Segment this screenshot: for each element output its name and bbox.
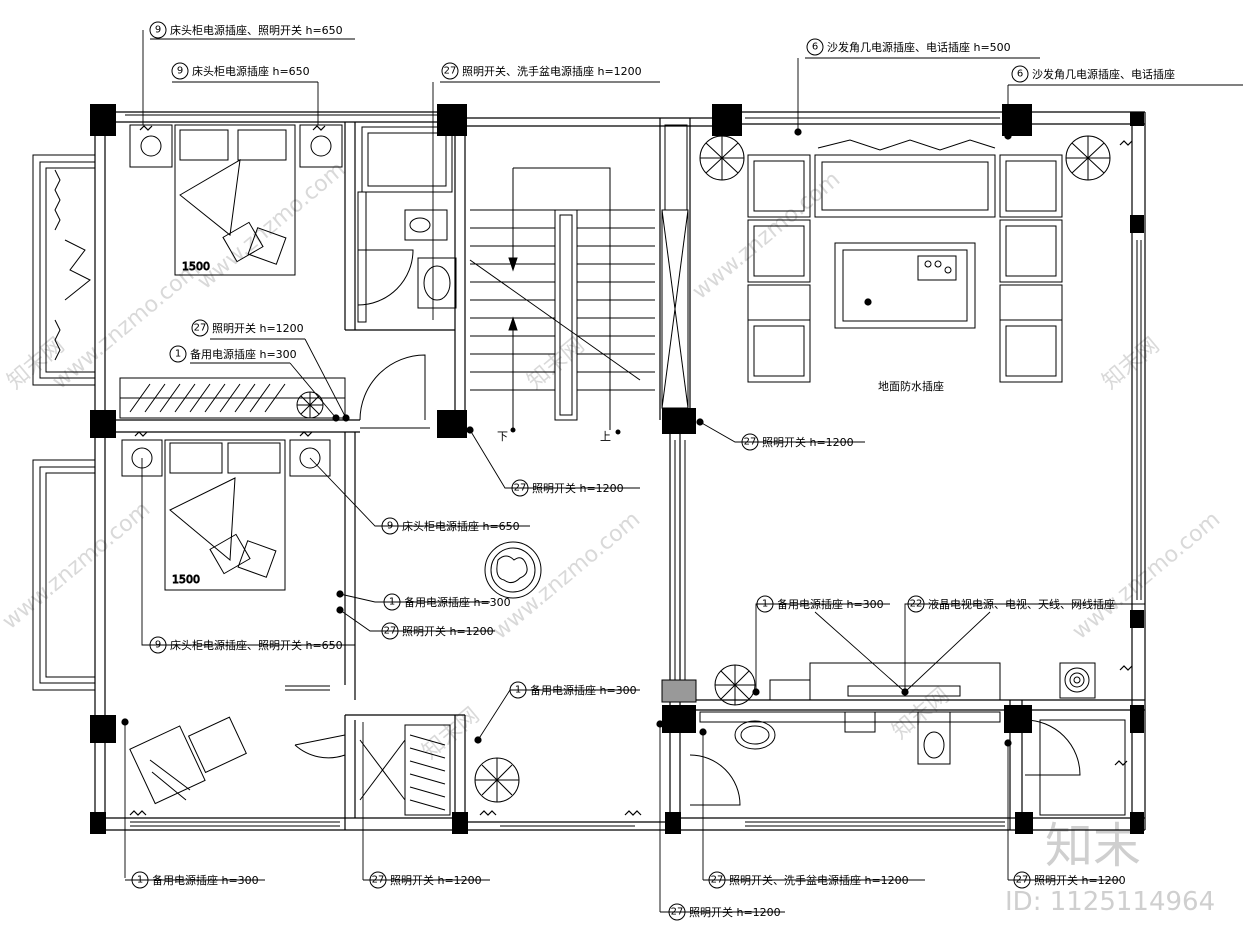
callout-number: 27 xyxy=(372,875,385,886)
callout-number: 9 xyxy=(387,521,393,532)
callout-text: 沙发角几电源插座、电话插座 h=500 xyxy=(827,40,1011,54)
leader-lines xyxy=(124,30,1243,913)
callout-number: 27 xyxy=(1016,875,1029,886)
bed-size-label: 1500 xyxy=(172,573,200,586)
callout-number: 27 xyxy=(194,323,207,334)
callout-text: 床头柜电源插座、照明开关 h=650 xyxy=(170,23,343,37)
callout-text: 照明开关 h=1200 xyxy=(212,321,304,335)
watermark-text: www.znzmo.com xyxy=(48,257,205,395)
callout-number: 6 xyxy=(812,42,818,53)
callout-text: 床头柜电源插座、照明开关 h=650 xyxy=(170,638,343,652)
watermark-text: www.znzmo.com xyxy=(1068,507,1225,645)
basin xyxy=(417,257,457,309)
callout-number: 9 xyxy=(155,25,161,36)
callout-text: 床头柜电源插座 h=650 xyxy=(402,519,520,533)
callout-number: 9 xyxy=(177,66,183,77)
callout-number: 1 xyxy=(762,599,768,610)
callout-number: 27 xyxy=(384,626,397,637)
callout-numbers: 9 9 27 6 6 27 1 27 27 9 1 27 9 1 1 22 1 … xyxy=(137,25,1029,918)
watermark-text: 知末网 xyxy=(888,683,955,745)
watermark-logo: 知末 xyxy=(1045,818,1141,874)
callout-text: 床头柜电源插座 h=650 xyxy=(192,64,310,78)
callout-text: 照明开关 h=1200 xyxy=(390,873,482,887)
bed xyxy=(164,439,286,591)
callout-number: 22 xyxy=(910,599,923,610)
lower-right-rooms xyxy=(699,662,1126,816)
nightstand xyxy=(289,439,331,477)
bed xyxy=(174,124,296,276)
callout-text: 备用电源插座 h=300 xyxy=(152,873,259,887)
callout-text: 备用电源插座 h=300 xyxy=(404,595,511,609)
toilet xyxy=(404,209,448,241)
callout-text: 照明开关 h=1200 xyxy=(762,435,854,449)
nightstand xyxy=(129,124,173,168)
callout-number: 1 xyxy=(389,597,395,608)
bedroom-upper: 1500 xyxy=(54,124,346,419)
callout-text: 照明开关、洗手盆电源插座 h=1200 xyxy=(729,873,909,887)
callout-text: 照明开关 h=1200 xyxy=(689,905,781,919)
shaft-hatch xyxy=(661,679,697,703)
callout-text: 照明开关 h=1200 xyxy=(402,624,494,638)
electrical-symbols xyxy=(121,125,1133,816)
toilet xyxy=(917,711,951,765)
columns xyxy=(90,104,1144,834)
callout-text: 照明开关 h=1200 xyxy=(532,481,624,495)
watermark-text: www.znzmo.com xyxy=(193,157,350,295)
callout-text: 液晶电视电源、电视、天线、网线插座 xyxy=(928,597,1115,611)
bed-size-label: 1500 xyxy=(182,260,210,273)
watermark-text: 知末网 xyxy=(1098,333,1165,395)
armchair xyxy=(129,725,206,805)
callout-text: 沙发角几电源插座、电话插座 xyxy=(1032,67,1175,81)
callout-number: 27 xyxy=(711,875,724,886)
callout-texts: 床头柜电源插座、照明开关 h=650 床头柜电源插座 h=650 照明开关、洗手… xyxy=(152,23,1175,919)
callout-number: 27 xyxy=(671,907,684,918)
stair-up-label: 上 xyxy=(600,430,611,443)
windows xyxy=(32,114,1142,827)
floor-socket-label: 地面防水插座 xyxy=(878,379,944,393)
basin xyxy=(734,720,776,750)
callouts xyxy=(131,21,1031,921)
staircase xyxy=(469,124,689,680)
watermark-text: 知末网 xyxy=(418,703,485,765)
callout-number: 1 xyxy=(137,875,143,886)
bathroom-upper xyxy=(357,126,457,323)
callout-text: 照明开关、洗手盆电源插座 h=1200 xyxy=(462,64,642,78)
callout-text: 照明开关 h=1200 xyxy=(1034,873,1126,887)
watermark-text: 知末网 xyxy=(523,333,590,395)
callout-number: 1 xyxy=(515,685,521,696)
coffee-table xyxy=(834,242,976,329)
callout-number: 27 xyxy=(514,483,527,494)
callout-text: 备用电源插座 h=300 xyxy=(530,683,637,697)
callout-text: 备用电源插座 h=300 xyxy=(777,597,884,611)
plant xyxy=(484,541,542,599)
nightstand xyxy=(299,124,343,168)
watermark-text: www.znzmo.com xyxy=(0,497,155,635)
sofa xyxy=(814,154,996,218)
callout-number: 6 xyxy=(1017,69,1023,80)
callout-number: 9 xyxy=(155,640,161,651)
callout-number: 27 xyxy=(744,437,757,448)
callout-number: 1 xyxy=(175,349,181,360)
walls xyxy=(94,109,1146,831)
stair-down-label: 下 xyxy=(497,430,508,443)
callout-text: 备用电源插座 h=300 xyxy=(190,347,297,361)
living-room xyxy=(699,135,1111,383)
doors xyxy=(294,249,1081,806)
watermark-id: ID: 1125114964 xyxy=(1005,887,1215,917)
callout-number: 27 xyxy=(444,66,457,77)
